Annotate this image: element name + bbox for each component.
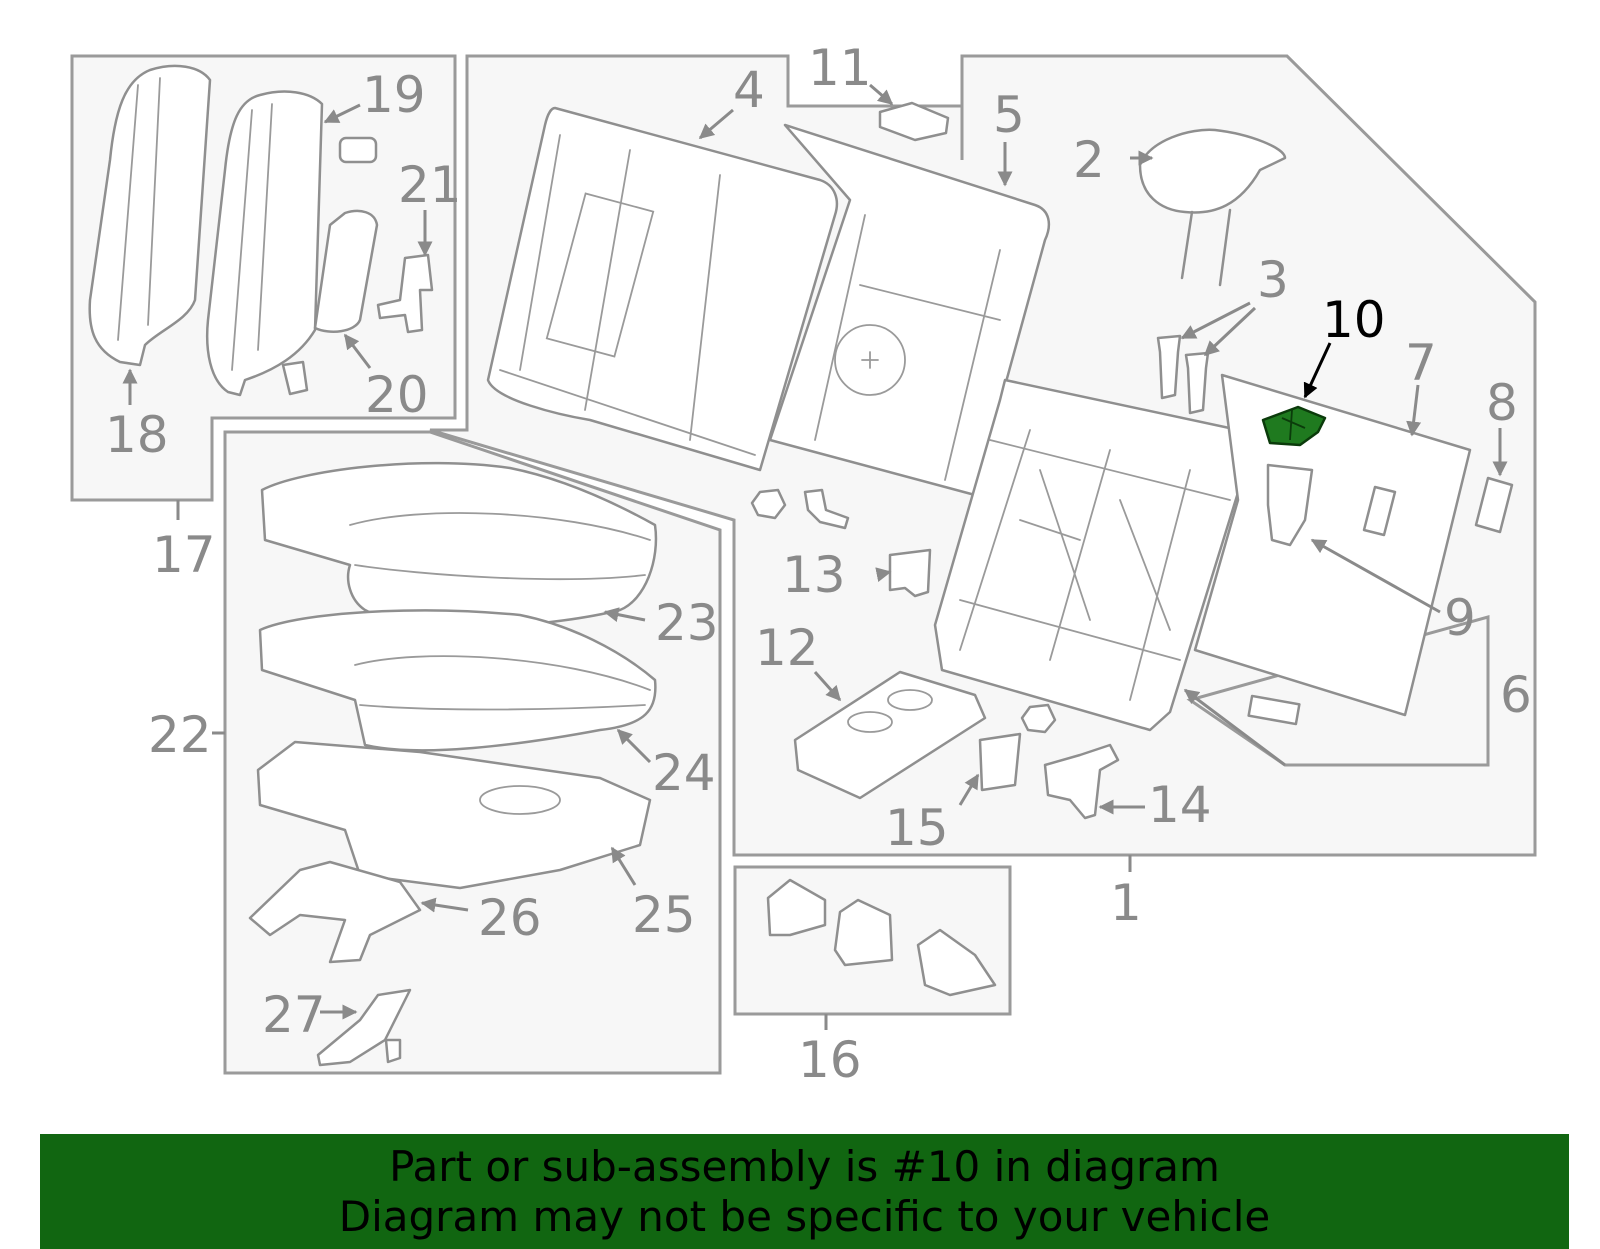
- part-14-hinge: [1043, 743, 1120, 820]
- bolt: [803, 488, 850, 530]
- part-18-cover: [88, 64, 212, 367]
- callout-17: 17: [152, 526, 216, 584]
- callout-20: 20: [365, 366, 429, 424]
- part-21-bracket: [376, 253, 434, 334]
- part-7-slot: [1362, 485, 1397, 537]
- callout-3: 3: [1257, 251, 1289, 309]
- part-20-pad: [313, 209, 379, 333]
- callout-26: 26: [478, 889, 542, 947]
- callout-5: 5: [993, 86, 1025, 144]
- callout-13: 13: [782, 546, 846, 604]
- part-9-latch: [1266, 463, 1314, 547]
- banner-line-2: Diagram may not be specific to your vehi…: [338, 1191, 1271, 1241]
- info-banner: Part or sub-assembly is #10 in diagram D…: [40, 1134, 1569, 1249]
- nut: [750, 488, 787, 520]
- part-27-bolt: [384, 1038, 402, 1064]
- callout-23: 23: [655, 594, 719, 652]
- callout-14: 14: [1148, 776, 1212, 834]
- callout-6: 6: [1500, 666, 1532, 724]
- part-20-clip: [281, 360, 309, 396]
- callout-11: 11: [808, 39, 872, 97]
- part-11-bezel: [878, 101, 950, 142]
- part-5-seatback: [768, 123, 1051, 497]
- part-24-cushion-pad: [258, 609, 657, 752]
- part-10-highlighted: [1261, 405, 1327, 447]
- callout-1: 1: [1110, 874, 1142, 932]
- callout-15: 15: [885, 799, 949, 857]
- callout-8: 8: [1486, 374, 1518, 432]
- callout-10: 10: [1322, 291, 1386, 349]
- callout-16: 16: [798, 1031, 862, 1089]
- callout-12: 12: [755, 619, 819, 677]
- part-3-guide-a: [1156, 334, 1182, 400]
- callout-2: 2: [1073, 131, 1105, 189]
- part-15-bracket: [978, 732, 1022, 792]
- part-27-bracket: [316, 988, 412, 1067]
- part-16-bracket-b: [833, 898, 894, 967]
- callout-19: 19: [362, 66, 426, 124]
- callout-18: 18: [105, 406, 169, 464]
- callout-9: 9: [1444, 589, 1476, 647]
- part-12-cupholder: [793, 670, 987, 800]
- part-2-headrest: [1138, 128, 1287, 214]
- part-4-seatback: [486, 106, 839, 472]
- callout-24: 24: [652, 744, 716, 802]
- callout-25: 25: [632, 886, 696, 944]
- part-7-tab: [1247, 694, 1301, 726]
- callout-22: 22: [148, 706, 212, 764]
- callout-21: 21: [398, 156, 462, 214]
- part-7-panel: [1193, 373, 1472, 717]
- callout-4: 4: [733, 61, 765, 119]
- part-16-bracket-c: [916, 928, 997, 997]
- part-19-clip: [338, 136, 378, 164]
- part-13-bracket: [888, 548, 932, 598]
- part-16-bracket-a: [766, 878, 827, 937]
- callout-7: 7: [1405, 334, 1437, 392]
- banner-line-1: Part or sub-assembly is #10 in diagram: [389, 1141, 1220, 1191]
- nut-2: [1020, 703, 1057, 734]
- part-26-bracket: [248, 860, 422, 964]
- part-8-latch-cover: [1474, 476, 1514, 534]
- part-25-cushion-frame: [256, 740, 652, 890]
- part-23-cushion-cover: [260, 461, 658, 629]
- callout-27: 27: [262, 986, 326, 1044]
